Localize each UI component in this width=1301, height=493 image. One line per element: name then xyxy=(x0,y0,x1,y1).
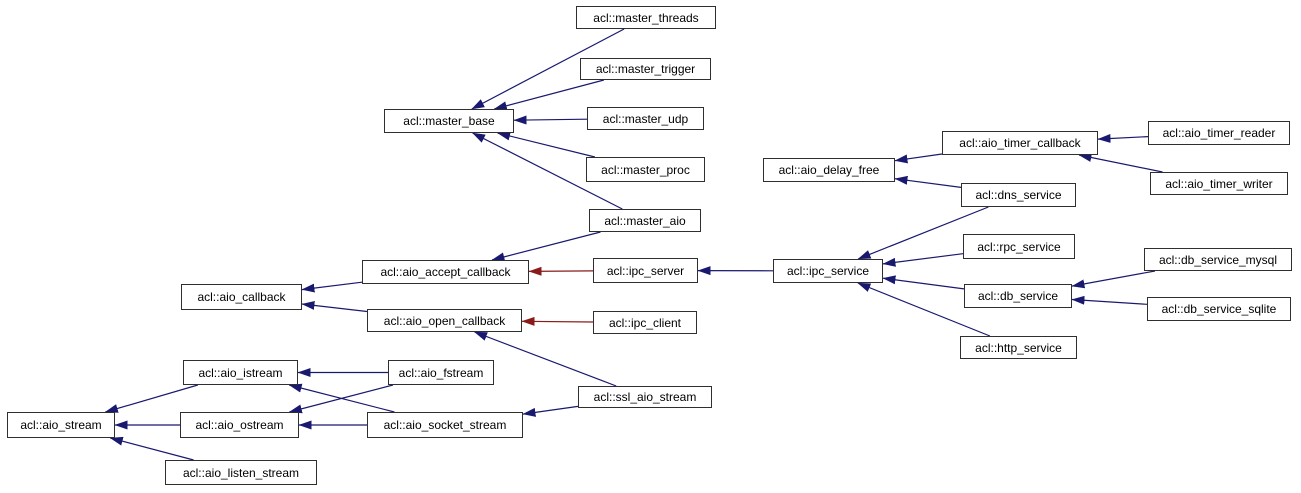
node-label: acl::master_aio xyxy=(604,213,686,228)
node-label: acl::dns_service xyxy=(975,188,1062,202)
edge-db_service_sqlite-to-db_service xyxy=(1071,295,1148,305)
node-aio_timer_writer[interactable]: acl::aio_timer_writer xyxy=(1150,172,1288,195)
node-label: acl::aio_callback xyxy=(197,290,286,304)
node-master_base[interactable]: acl::master_base xyxy=(384,109,514,133)
node-label: acl::aio_fstream xyxy=(398,365,484,380)
node-label: acl::master_threads xyxy=(593,10,699,25)
node-label: acl::aio_socket_stream xyxy=(383,418,507,432)
node-label: acl::master_trigger xyxy=(595,62,696,76)
node-aio_callback[interactable]: acl::aio_callback xyxy=(181,284,302,310)
node-ssl_aio_stream[interactable]: acl::ssl_aio_stream xyxy=(578,386,712,408)
node-master_udp[interactable]: acl::master_udp xyxy=(587,107,704,130)
edge-ssl_aio_stream-to-aio_open_callback xyxy=(474,331,617,387)
node-aio_delay_free[interactable]: acl::aio_delay_free xyxy=(763,158,895,182)
node-label: acl::ipc_service xyxy=(786,264,870,278)
node-label: acl::rpc_service xyxy=(977,239,1061,254)
edge-aio_istream-to-aio_stream xyxy=(104,384,198,413)
node-db_service_sqlite[interactable]: acl::db_service_sqlite xyxy=(1147,297,1291,321)
edge-aio_fstream-to-aio_ostream xyxy=(288,384,394,414)
node-aio_accept_callback[interactable]: acl::aio_accept_callback xyxy=(362,260,529,284)
node-label: acl::ssl_aio_stream xyxy=(593,390,697,404)
edge-ipc_server-to-aio_accept_callback xyxy=(528,266,594,276)
node-dns_service[interactable]: acl::dns_service xyxy=(961,183,1076,207)
node-aio_socket_stream[interactable]: acl::aio_socket_stream xyxy=(367,412,523,438)
node-label: acl::ipc_client xyxy=(608,315,682,330)
edge-aio_timer_reader-to-aio_timer_callback xyxy=(1097,133,1149,143)
node-aio_timer_reader[interactable]: acl::aio_timer_reader xyxy=(1148,121,1290,145)
edge-master_proc-to-master_base xyxy=(497,131,596,158)
edge-rpc_service-to-ipc_service xyxy=(882,253,964,267)
edge-ipc_client-to-aio_open_callback xyxy=(521,316,594,326)
edge-master_trigger-to-master_base xyxy=(493,79,605,111)
node-label: acl::aio_accept_callback xyxy=(380,265,511,279)
node-aio_timer_callback[interactable]: acl::aio_timer_callback xyxy=(942,131,1098,155)
edge-master_aio-to-aio_accept_callback xyxy=(491,231,601,262)
node-aio_ostream[interactable]: acl::aio_ostream xyxy=(180,412,299,438)
edge-master_udp-to-master_base xyxy=(513,115,588,125)
node-aio_istream[interactable]: acl::aio_istream xyxy=(183,360,298,385)
edge-aio_accept_callback-to-aio_callback xyxy=(301,281,363,293)
node-aio_fstream[interactable]: acl::aio_fstream xyxy=(388,360,494,385)
node-label: acl::aio_ostream xyxy=(195,418,284,432)
node-label: acl::aio_open_callback xyxy=(383,313,506,328)
node-aio_stream[interactable]: acl::aio_stream xyxy=(7,412,115,438)
edge-aio_timer_callback-to-aio_delay_free xyxy=(894,153,943,164)
node-label: acl::aio_timer_writer xyxy=(1165,176,1273,191)
node-label: acl::db_service xyxy=(977,289,1059,303)
node-http_service[interactable]: acl::http_service xyxy=(960,336,1077,359)
node-label: acl::aio_stream xyxy=(20,418,102,432)
node-db_service_mysql[interactable]: acl::db_service_mysql xyxy=(1144,248,1292,271)
node-label: acl::master_base xyxy=(403,114,495,128)
node-label: acl::ipc_server xyxy=(606,263,685,278)
node-label: acl::master_proc xyxy=(601,162,690,177)
node-aio_open_callback[interactable]: acl::aio_open_callback xyxy=(367,309,522,332)
node-label: acl::master_udp xyxy=(602,111,689,126)
node-master_proc[interactable]: acl::master_proc xyxy=(586,157,705,182)
node-master_threads[interactable]: acl::master_threads xyxy=(576,6,716,29)
node-label: acl::db_service_sqlite xyxy=(1161,302,1277,316)
node-ipc_service[interactable]: acl::ipc_service xyxy=(773,259,883,283)
edge-ssl_aio_stream-to-aio_socket_stream xyxy=(522,405,579,417)
node-label: acl::http_service xyxy=(975,340,1062,355)
node-label: acl::db_service_mysql xyxy=(1158,252,1278,267)
node-label: acl::aio_istream xyxy=(198,365,283,380)
edge-db_service-to-ipc_service xyxy=(882,275,965,290)
node-master_aio[interactable]: acl::master_aio xyxy=(589,209,701,232)
node-db_service[interactable]: acl::db_service xyxy=(964,284,1072,308)
edge-aio_open_callback-to-aio_callback xyxy=(301,300,368,313)
node-label: acl::aio_listen_stream xyxy=(182,465,300,480)
edge-aio_socket_stream-to-aio_istream xyxy=(288,383,395,413)
node-ipc_client[interactable]: acl::ipc_client xyxy=(593,311,697,334)
node-label: acl::aio_delay_free xyxy=(778,163,880,177)
node-rpc_service[interactable]: acl::rpc_service xyxy=(963,234,1075,259)
edge-aio_timer_writer-to-aio_timer_callback xyxy=(1078,153,1163,173)
edge-dns_service-to-aio_delay_free xyxy=(894,175,962,188)
node-ipc_server[interactable]: acl::ipc_server xyxy=(593,258,698,283)
edge-db_service_mysql-to-db_service xyxy=(1071,270,1156,289)
node-aio_listen_stream[interactable]: acl::aio_listen_stream xyxy=(165,460,317,485)
node-master_trigger[interactable]: acl::master_trigger xyxy=(580,58,711,80)
node-label: acl::aio_timer_callback xyxy=(959,136,1081,150)
node-label: acl::aio_timer_reader xyxy=(1162,126,1276,140)
edge-aio_listen_stream-to-aio_stream xyxy=(109,436,194,461)
